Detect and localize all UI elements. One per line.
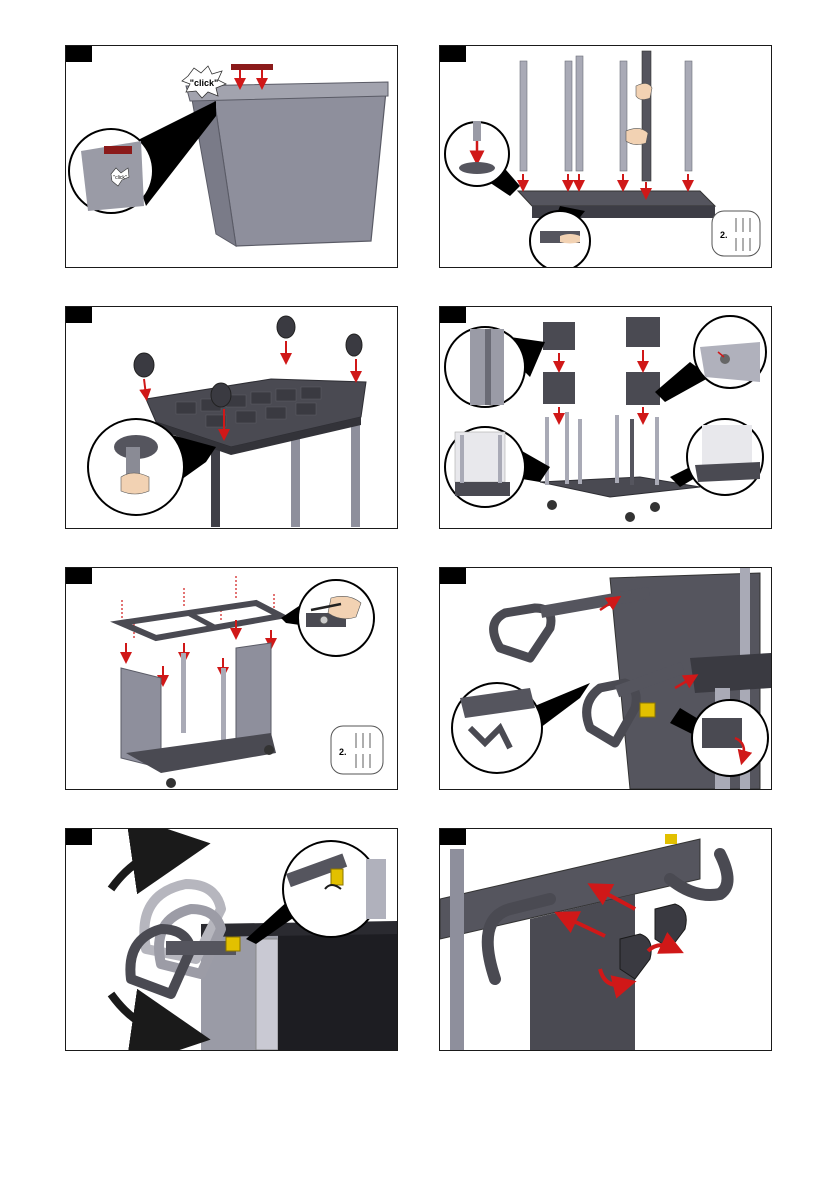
step-panel-3 — [65, 306, 398, 529]
click-callout: "click" — [190, 78, 219, 88]
top-frame-illustration: 2. — [66, 568, 397, 789]
step-panel-7 — [65, 828, 398, 1051]
step-panel-8 — [439, 828, 772, 1051]
step-panel-5: 2. — [65, 567, 398, 790]
quantity-label: 2. — [339, 747, 347, 757]
step-panel-4 — [439, 306, 772, 529]
poles-base-illustration: 2. — [440, 46, 771, 267]
side-panels-illustration — [440, 307, 771, 528]
step-panel-1: "click" "click" — [65, 45, 398, 268]
step-panel-2: 2. — [439, 45, 772, 268]
caster-wheels-illustration — [66, 307, 397, 528]
step-panel-6 — [439, 567, 772, 790]
click-callout-small: "click" — [113, 175, 126, 181]
quantity-label: 2. — [720, 230, 728, 240]
handle-rotation-illustration — [66, 829, 397, 1050]
bracket-clips-illustration — [440, 829, 771, 1050]
handle-mounting-illustration — [440, 568, 771, 789]
bin-click-illustration: "click" "click" — [66, 46, 397, 267]
